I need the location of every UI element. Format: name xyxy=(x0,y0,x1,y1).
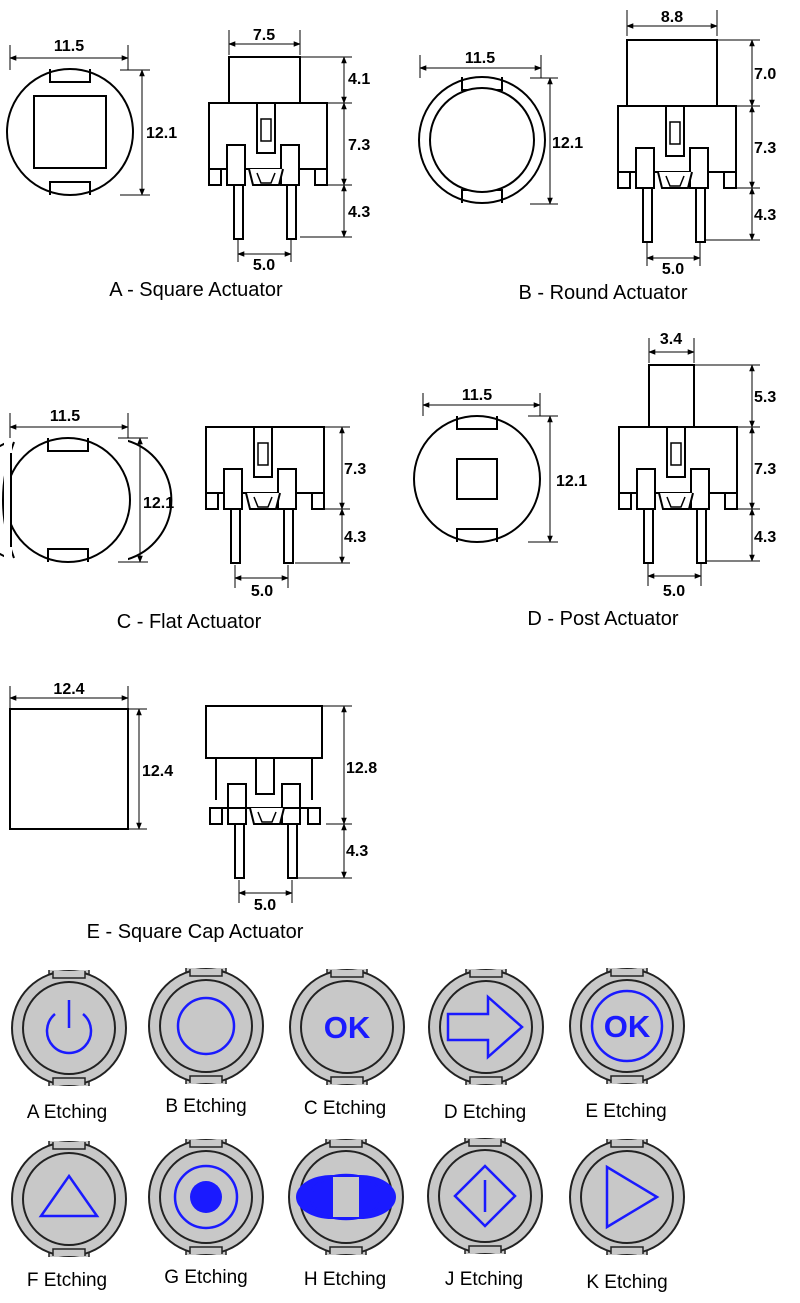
etching-d xyxy=(428,968,544,1086)
etching-j-label: J Etching xyxy=(445,1269,523,1290)
actuator-a-top-height: 12.1 xyxy=(146,125,177,142)
actuator-b-body-height: 7.3 xyxy=(754,140,776,157)
actuator-b-top-width: 11.5 xyxy=(465,50,495,67)
actuator-b-top-view xyxy=(418,76,546,204)
actuator-a-top-view xyxy=(6,68,134,196)
etching-k xyxy=(569,1138,685,1256)
actuator-d-top-height: 12.1 xyxy=(556,473,587,490)
etching-c-label: C Etching xyxy=(304,1098,386,1119)
etching-e-label: E Etching xyxy=(585,1101,666,1122)
etching-h-label: H Etching xyxy=(304,1269,386,1290)
play-triangle-icon xyxy=(605,1164,660,1230)
actuator-b-pin-spacing: 5.0 xyxy=(662,261,684,278)
actuator-e-label: E - Square Cap Actuator xyxy=(87,921,304,943)
etching-k-label: K Etching xyxy=(586,1272,667,1293)
actuator-a-drawing: 11.5 12.1 7.5 4.1 7.3 4.3 5.0 A - Square… xyxy=(6,27,370,301)
actuator-d-stem-width: 3.4 xyxy=(660,331,682,348)
arrow-right-icon xyxy=(446,994,524,1060)
actuator-b-stem-height: 7.0 xyxy=(754,66,776,83)
etching-a-label: A Etching xyxy=(27,1102,107,1123)
actuator-d-pin-length: 4.3 xyxy=(754,529,776,546)
diamond-line-icon xyxy=(453,1164,517,1228)
actuator-b-side-view xyxy=(617,39,737,243)
etching-g xyxy=(148,1138,264,1256)
actuator-a-stem-height: 4.1 xyxy=(348,71,370,88)
etching-g-label: G Etching xyxy=(164,1267,247,1288)
actuator-e-side-view xyxy=(205,705,323,879)
dot-in-circle-icon xyxy=(173,1164,239,1230)
actuator-d-stem-height: 5.3 xyxy=(754,389,776,406)
actuator-d-pin-spacing: 5.0 xyxy=(663,583,685,600)
actuator-b-drawing: 11.5 12.1 8.8 7.0 7.3 4.3 5.0 B - Round … xyxy=(418,9,776,304)
actuator-c-label: C - Flat Actuator xyxy=(117,611,262,633)
actuator-e-body-height: 12.8 xyxy=(346,760,377,777)
actuator-d-side-view xyxy=(618,364,738,564)
etching-j xyxy=(427,1137,543,1255)
actuator-a-pin-spacing: 5.0 xyxy=(253,257,275,274)
ok-text-icon: OK xyxy=(324,1010,371,1045)
ok-circle-text: OK xyxy=(604,1009,651,1044)
etching-b xyxy=(148,967,264,1085)
actuator-c-drawing: 11.5 12.1 7.3 4.3 5.0 C - Flat Actuator xyxy=(0,408,366,633)
actuator-a-label: A - Square Actuator xyxy=(109,279,283,301)
actuator-c-side-view xyxy=(205,426,325,564)
actuator-c-top-view xyxy=(0,430,173,570)
actuator-e-pin-length: 4.3 xyxy=(346,843,368,860)
etching-h xyxy=(288,1138,404,1256)
ok-circle-icon: OK xyxy=(590,989,664,1063)
power-icon xyxy=(45,1000,93,1055)
actuator-a-top-width: 11.5 xyxy=(54,38,84,55)
actuator-a-pin-length: 4.3 xyxy=(348,204,370,221)
actuator-a-side-view xyxy=(208,56,328,240)
actuator-b-label: B - Round Actuator xyxy=(519,282,688,304)
actuator-d-drawing: 11.5 12.1 3.4 5.3 7.3 4.3 5.0 D - Post A… xyxy=(413,331,776,630)
etching-b-label: B Etching xyxy=(165,1096,246,1117)
actuator-d-label: D - Post Actuator xyxy=(527,608,679,630)
actuator-a-stem-width: 7.5 xyxy=(253,27,275,44)
actuator-a-body-height: 7.3 xyxy=(348,137,370,154)
actuator-d-body-height: 7.3 xyxy=(754,461,776,478)
etching-e: OK xyxy=(569,967,685,1085)
actuator-c-top-width: 11.5 xyxy=(50,408,80,425)
actuator-c-pin-length: 4.3 xyxy=(344,529,366,546)
etching-row-1: A Etching B Etching OK C Etching D Etchi… xyxy=(11,967,685,1123)
etching-c: OK xyxy=(289,968,405,1086)
half-filled-ellipse-icon xyxy=(296,1173,396,1221)
etching-row-2: F Etching G Etching H Etching xyxy=(11,1137,685,1293)
etching-f-label: F Etching xyxy=(27,1270,107,1291)
actuator-e-top-height: 12.4 xyxy=(142,763,173,780)
etching-a xyxy=(11,969,127,1087)
actuator-b-stem-width: 8.8 xyxy=(661,9,683,26)
actuator-e-top-width: 12.4 xyxy=(53,681,84,698)
actuator-d-top-view xyxy=(413,415,541,543)
actuator-c-top-height: 12.1 xyxy=(143,495,174,512)
actuator-d-top-width: 11.5 xyxy=(462,387,492,404)
actuator-b-pin-length: 4.3 xyxy=(754,207,776,224)
triangle-icon xyxy=(38,1173,100,1218)
etching-d-label: D Etching xyxy=(444,1102,526,1123)
actuator-e-pin-spacing: 5.0 xyxy=(254,897,276,914)
circle-icon xyxy=(176,996,236,1056)
etching-f xyxy=(11,1140,127,1258)
actuator-c-body-height: 7.3 xyxy=(344,461,366,478)
actuator-c-pin-spacing: 5.0 xyxy=(251,583,273,600)
actuator-e-drawing: 12.4 12.4 12.8 4.3 xyxy=(9,681,377,943)
actuator-b-top-height: 12.1 xyxy=(552,135,583,152)
actuator-e-top-view xyxy=(9,708,129,830)
